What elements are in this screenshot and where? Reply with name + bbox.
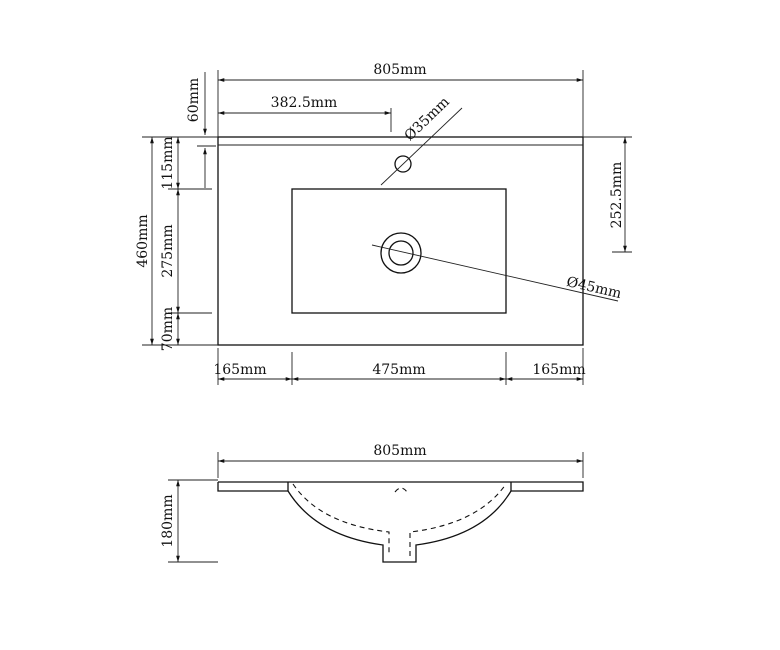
basin-outline [217, 136, 584, 346]
tap-offset-label: 382.5mm [271, 95, 338, 111]
tap-hole-leader [380, 107, 463, 186]
waste-offset-label: 252.5mm [609, 162, 625, 229]
tap-hole [394, 155, 412, 173]
top-slab [217, 481, 584, 492]
drain-mark [394, 487, 408, 493]
waste-hole-leader [371, 244, 619, 302]
bowl-shell-outer [287, 490, 512, 563]
bowl-width-label: 475mm [372, 362, 425, 378]
bowl-outline [291, 188, 507, 314]
overall-depth-label: 460mm [135, 214, 151, 267]
front-margin-label: 70mm [160, 307, 176, 351]
overall-width-label: 805mm [373, 62, 426, 78]
section-width-label: 805mm [373, 443, 426, 459]
bowl-depth-label: 275mm [160, 224, 176, 277]
top-view: 805mm 382.5mm 60mm Ø35mm Ø45mm 460mm 115… [135, 62, 632, 385]
edge-depth-label: 60mm [186, 78, 202, 122]
section-view: 805mm 180mm [160, 443, 584, 563]
waste-hole-inner [388, 240, 414, 266]
waste-hole-diameter-label: Ø45mm [565, 274, 623, 302]
height-label: 180mm [160, 494, 176, 547]
right-margin-label: 165mm [532, 362, 585, 378]
rear-margin-label: 115mm [160, 136, 176, 189]
waste-hole-outer [380, 232, 422, 274]
bowl-shell-inner [292, 483, 507, 556]
left-margin-label: 165mm [213, 362, 266, 378]
